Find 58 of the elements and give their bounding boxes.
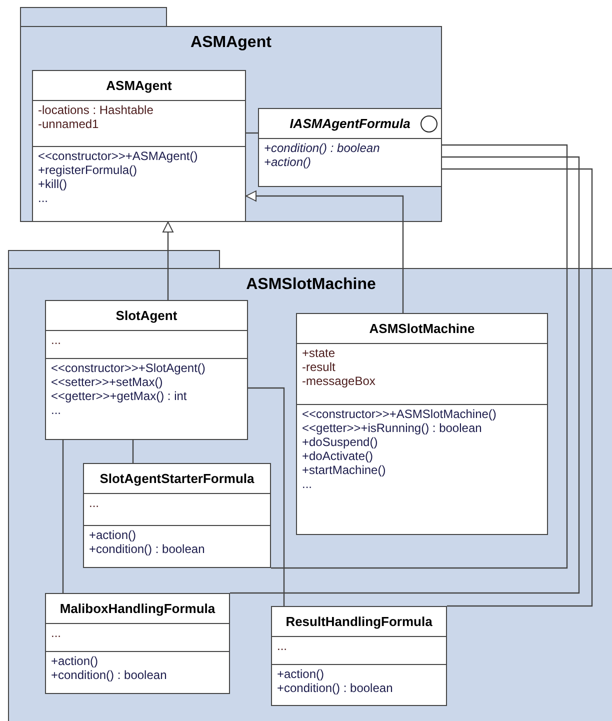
- association-line: [230, 156, 580, 594]
- operation-text: <<getter>>+getMax() : int: [51, 389, 187, 403]
- operation-text: +action(): [264, 155, 312, 169]
- package-frame: [8, 250, 612, 721]
- package-name: ASMAgent: [190, 34, 272, 52]
- operation-text: ...: [38, 191, 48, 205]
- operation-text: +action(): [89, 528, 136, 542]
- association-line: [62, 440, 64, 593]
- class-name: ResultHandlingFormula: [286, 614, 432, 629]
- association-line: [132, 440, 134, 463]
- operation-text: <<setter>>+setMax(): [51, 375, 163, 389]
- package-name: ASMSlotMachine: [246, 276, 376, 294]
- class-box: [45, 300, 248, 440]
- association-line: [248, 387, 285, 606]
- class-name: ASMSlotMachine: [369, 321, 475, 336]
- operation-text: <<constructor>>+SlotAgent(): [51, 361, 206, 375]
- generalization-arrow: [162, 222, 174, 300]
- association-line: [246, 132, 258, 134]
- attribute-text: ...: [89, 496, 100, 510]
- attribute-text: -unnamed1: [38, 117, 99, 131]
- class-box: [32, 70, 246, 222]
- class-name: SlotAgentStarterFormula: [100, 471, 254, 486]
- operation-text: +action(): [51, 654, 98, 668]
- class-name: MaliboxHandlingFormula: [60, 601, 216, 616]
- package-frame: [20, 7, 442, 222]
- operation-text: ...: [302, 477, 312, 491]
- operation-text: <<getter>>+isRunning() : boolean: [302, 421, 482, 435]
- operation-text: +registerFormula(): [38, 163, 138, 177]
- operation-text: +condition() : boolean: [51, 668, 167, 682]
- operation-text: +condition() : boolean: [264, 141, 380, 155]
- attribute-text: ...: [277, 639, 288, 653]
- class-name: ASMAgent: [106, 78, 172, 93]
- class-box: [271, 606, 447, 706]
- operation-text: +condition() : boolean: [277, 681, 393, 695]
- class-name: SlotAgent: [116, 308, 178, 323]
- operation-text: <<constructor>>+ASMSlotMachine(): [302, 407, 496, 421]
- association-line: [442, 168, 593, 607]
- attribute-text: ...: [51, 626, 62, 640]
- class-box: [83, 463, 271, 568]
- operation-text: +condition() : boolean: [89, 542, 205, 556]
- operation-text: +doActivate(): [302, 449, 374, 463]
- attribute-text: -locations : Hashtable: [38, 103, 154, 117]
- attribute-text: -messageBox: [302, 374, 376, 388]
- operation-text: +startMachine(): [302, 463, 386, 477]
- class-box: [296, 313, 548, 535]
- class-name: IASMAgentFormula: [290, 116, 410, 131]
- attribute-text: -result: [302, 360, 336, 374]
- attribute-text: ...: [51, 333, 62, 347]
- operation-text: +doSuspend(): [302, 435, 378, 449]
- operation-text: +action(): [277, 667, 324, 681]
- operation-text: +kill(): [38, 177, 67, 191]
- class-box: [45, 593, 230, 694]
- operation-text: ...: [51, 403, 62, 417]
- generalization-arrow: [246, 190, 404, 313]
- class-box: [258, 108, 442, 187]
- operation-text: <<constructor>>+ASMAgent(): [38, 149, 198, 163]
- association-line: [271, 144, 568, 569]
- attribute-text: +state: [302, 346, 336, 360]
